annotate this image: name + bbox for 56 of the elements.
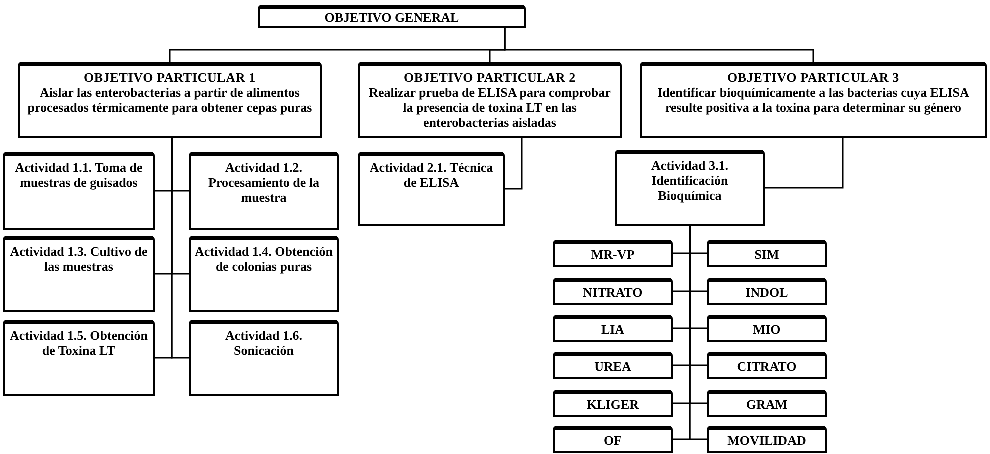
test-box: [553, 390, 673, 417]
connector-line: [171, 138, 189, 359]
node-text: SIM: [754, 247, 780, 262]
test-box: [553, 352, 673, 379]
node-text: Actividad 1.3. Cultivo de las muestras: [9, 244, 149, 274]
activity-box: [3, 152, 155, 230]
connector-line: [765, 138, 844, 189]
test-box: [553, 315, 673, 342]
test-box: [707, 426, 827, 453]
objective-box: [358, 62, 622, 138]
activity-box: [358, 152, 505, 226]
node-text: UREA: [594, 359, 632, 374]
objective-box: [18, 62, 322, 138]
node-text: Actividad 1.2. Procesamiento de la muestra: [208, 160, 320, 205]
node-text: Identificar bioquímicamente a las bacterias cuya ELISA resulte positiva a la toxina para determinar su género: [656, 85, 970, 115]
goal-box: [258, 5, 526, 28]
test-box: [707, 278, 827, 305]
node-text: Realizar prueba de ELISA para comprobar la presencia de toxina LT en las enterobacterias aisladas: [368, 85, 612, 130]
node-text: Actividad 1.4. Obtención de colonias puras: [195, 244, 333, 274]
test-box: [553, 426, 673, 453]
test-box: [707, 352, 827, 379]
test-box: [707, 390, 827, 417]
node-text: Actividad 2.1. Técnica de ELISA: [368, 160, 494, 190]
node-text: OBJETIVO GENERAL: [324, 10, 460, 25]
connector-line: [505, 138, 523, 190]
test-box: [707, 315, 827, 342]
activity-box: [3, 320, 155, 396]
node-text: Actividad 3.1. Identificación Bioquímica: [650, 158, 730, 203]
test-box: [553, 240, 673, 267]
connector-line: [689, 226, 707, 440]
activity-box: [189, 320, 339, 396]
activity-box: [189, 152, 339, 230]
objective-heading: OBJETIVO PARTICULAR 3: [728, 70, 900, 85]
node-text: MOVILIDAD: [728, 433, 806, 448]
node-text: LIA: [601, 322, 625, 337]
node-text: INDOL: [746, 285, 788, 300]
test-box: [707, 240, 827, 267]
objective-heading: OBJETIVO PARTICULAR 1: [84, 70, 256, 85]
test-box: [553, 278, 673, 305]
node-text: Aislar las enterobacterias a partir de alimentos procesados térmicamente para obtener cepas puras: [26, 85, 314, 115]
node-text: MR-VP: [591, 247, 635, 262]
node-text: CITRATO: [737, 359, 797, 374]
node-text: NITRATO: [583, 285, 643, 300]
activity-box: [615, 150, 765, 226]
node-text: Actividad 1.5. Obtención de Toxina LT: [9, 328, 149, 358]
node-text: GRAM: [746, 397, 788, 412]
node-text: Actividad 1.1. Toma de muestras de guisados: [14, 160, 144, 190]
node-text: KLIGER: [586, 397, 639, 412]
objective-heading: OBJETIVO PARTICULAR 2: [404, 70, 576, 85]
objective-box: [640, 62, 987, 138]
node-text: OF: [604, 433, 622, 448]
node-text: Actividad 1.6. Sonicación: [224, 328, 304, 358]
activity-box: [189, 236, 339, 312]
connector-line: [504, 28, 814, 62]
activity-box: [3, 236, 155, 312]
node-text: MIO: [753, 322, 781, 337]
